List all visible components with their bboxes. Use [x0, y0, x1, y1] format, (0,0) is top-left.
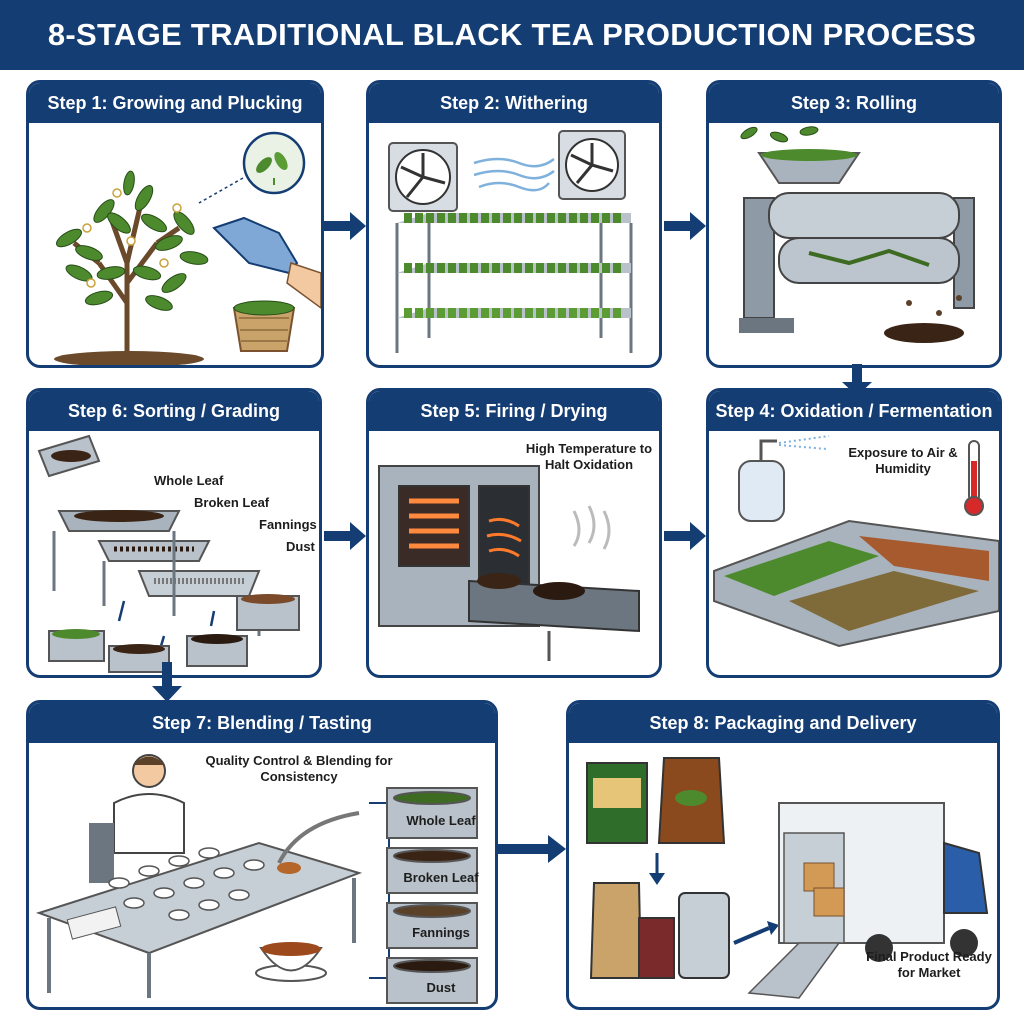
arrow-step3-to-step4 — [842, 364, 872, 396]
step-4-note: Exposure to Air & Humidity — [848, 445, 958, 477]
thermometer-icon — [964, 440, 984, 516]
title-banner: 8-STAGE TRADITIONAL BLACK TEA PRODUCTION… — [0, 0, 1024, 70]
packaging-delivery-illustration — [586, 757, 989, 999]
step-1-panel: Step 1: Growing and Plucking — [26, 80, 324, 368]
tray-label-fannings: Fannings — [412, 925, 470, 940]
step-7-title: Step 7: Blending / Tasting — [29, 703, 495, 743]
grade-label-fannings: Fannings — [259, 517, 317, 532]
arrow-step1-to-step2 — [324, 212, 366, 240]
step-2-panel: Step 2: Withering — [366, 80, 662, 368]
step-8-panel: Step 8: Packaging and Delivery Final Pro… — [566, 700, 1000, 1010]
step-5-note: High Temperature to Halt Oxidation — [525, 441, 653, 473]
rolling-machine-illustration — [739, 126, 975, 343]
arrow-step6-to-step7 — [152, 662, 182, 702]
step-8-note: Final Product Ready for Market — [866, 949, 992, 981]
oxidation-trays-illustration — [713, 435, 999, 648]
arrow-step5-to-step6 — [324, 522, 366, 550]
arrow-step7-to-step8 — [498, 835, 566, 863]
step-4-panel: Step 4: Oxidation / Fermentation Exposur… — [706, 388, 1002, 678]
delivery-truck-icon — [747, 802, 989, 999]
grade-label-broken-leaf: Broken Leaf — [194, 495, 270, 510]
fan-icon — [558, 130, 626, 200]
step-3-title: Step 3: Rolling — [709, 83, 999, 123]
arrow-step4-to-step5 — [664, 522, 706, 550]
step-6-title: Step 6: Sorting / Grading — [29, 391, 319, 431]
grade-label-dust: Dust — [286, 539, 315, 554]
step-5-title: Step 5: Firing / Drying — [369, 391, 659, 431]
step-2-title: Step 2: Withering — [369, 83, 659, 123]
withering-rack-illustration — [388, 130, 633, 353]
step-6-panel: Step 6: Sorting / Grading Whole Leaf Bro… — [26, 388, 322, 678]
step-4-title: Step 4: Oxidation / Fermentation — [709, 391, 999, 431]
sorting-sieves-illustration — [37, 434, 300, 673]
tray-label-whole-leaf: Whole Leaf — [406, 813, 476, 828]
grade-label-whole-leaf: Whole Leaf — [154, 473, 224, 488]
step-7-note: Quality Control & Blending for Consisten… — [205, 753, 393, 785]
fan-icon — [388, 142, 458, 212]
tea-taster-figure — [89, 754, 185, 883]
tea-plant-illustration — [54, 131, 321, 365]
tray-label-dust: Dust — [426, 980, 456, 995]
step-1-title: Step 1: Growing and Plucking — [29, 83, 321, 123]
step-5-panel: Step 5: Firing / Drying High Temperature… — [366, 388, 662, 678]
tasting-table-illustration — [35, 754, 478, 1004]
page-title: 8-STAGE TRADITIONAL BLACK TEA PRODUCTION… — [47, 17, 977, 52]
step-8-title: Step 8: Packaging and Delivery — [569, 703, 997, 743]
step-7-panel: Step 7: Blending / Tasting Qualit — [26, 700, 498, 1010]
humidifier-icon — [738, 439, 785, 522]
arrow-step2-to-step3 — [664, 212, 706, 240]
step-3-panel: Step 3: Rolling — [706, 80, 1002, 368]
drying-oven-illustration — [378, 465, 640, 661]
tray-label-broken-leaf: Broken Leaf — [403, 870, 479, 885]
